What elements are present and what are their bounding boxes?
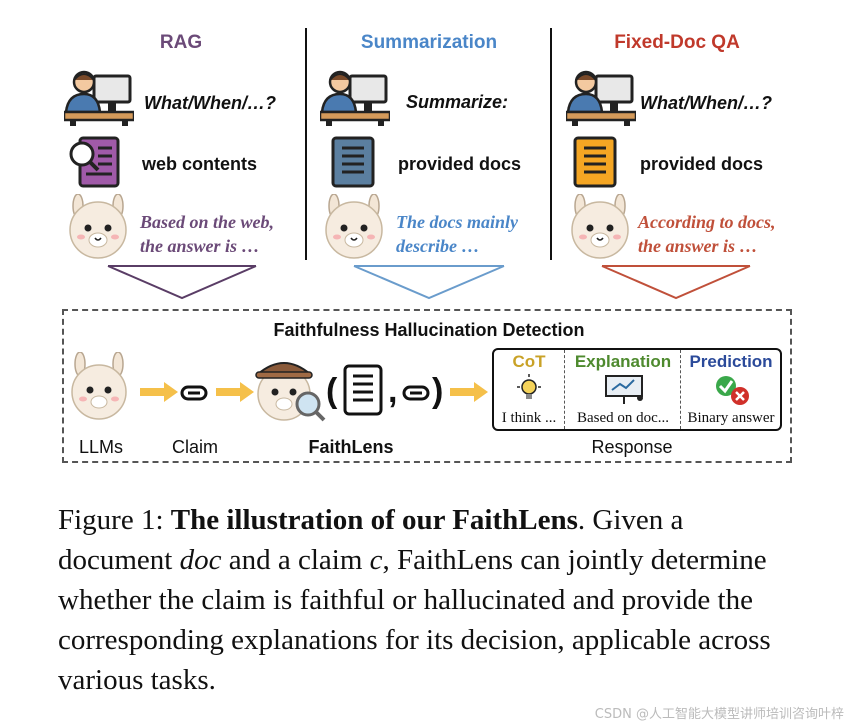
right-arrow-icon [450, 382, 488, 402]
response-prediction: Prediction Binary answer [687, 352, 775, 426]
summarization-answer: The docs mainly describe … [396, 212, 518, 256]
response-panel: CoT I think ... Explanation Based on doc… [492, 348, 782, 431]
fixed-doc-qa-prompt: What/When/…? [640, 93, 772, 113]
fixed-doc-qa-answer: According to docs, the answer is … [638, 212, 776, 256]
alpaca-icon [325, 194, 383, 259]
response-divider [680, 350, 683, 429]
user-at-computer-icon [64, 70, 134, 126]
right-arrow-icon [216, 382, 254, 402]
response-explanation: Explanation Based on doc... [574, 352, 672, 426]
user-at-computer-icon [566, 70, 636, 126]
document-icon [573, 136, 617, 188]
user-at-computer-icon [320, 70, 390, 126]
rag-prompt: What/When/…? [144, 93, 276, 113]
column-title-summarization: Summarization [360, 32, 498, 53]
lightbulb-icon [517, 374, 541, 399]
response-divider [564, 350, 567, 429]
label-claim: Claim [171, 437, 218, 457]
claim-token-icon [402, 385, 430, 401]
check-cross-icon [716, 376, 749, 405]
claim-token-icon [180, 385, 208, 401]
funnel-arrows [107, 265, 751, 300]
column-title-fixed-doc-qa: Fixed-Doc QA [614, 32, 740, 53]
fixed-doc-qa-source: provided docs [640, 154, 764, 174]
alpaca-icon [71, 352, 127, 420]
alpaca-icon [69, 194, 127, 259]
column-divider [305, 28, 307, 260]
column-divider [550, 28, 552, 260]
detection-panel: Faithfulness Hallucination Detection [62, 309, 792, 463]
figure-caption: Figure 1: The illustration of our FaithL… [58, 504, 771, 696]
web-search-document-icon [69, 136, 120, 188]
comma: , [388, 372, 398, 410]
right-arrow-icon [140, 382, 178, 402]
label-faithlens: FaithLens [308, 437, 394, 457]
detection-title: Faithfulness Hallucination Detection [273, 320, 585, 340]
label-llms: LLMs [78, 437, 123, 457]
detective-alpaca-icon [255, 362, 326, 422]
document-icon [343, 364, 383, 416]
response-cot: CoT I think ... [501, 352, 557, 426]
column-title-rag: RAG [159, 32, 203, 53]
watermark: CSDN @人工智能大模型讲师培训咨询叶梓 [594, 707, 844, 722]
summarization-source: provided docs [398, 154, 522, 174]
label-response: Response [591, 437, 673, 457]
rag-source: web contents [142, 154, 258, 174]
presentation-icon [605, 375, 643, 404]
alpaca-icon [571, 194, 629, 259]
rag-answer: Based on the web, the answer is … [140, 212, 275, 256]
document-icon [331, 136, 375, 188]
summarization-prompt: Summarize: [406, 92, 509, 112]
open-paren: ( [326, 372, 338, 410]
close-paren: ) [432, 372, 444, 410]
